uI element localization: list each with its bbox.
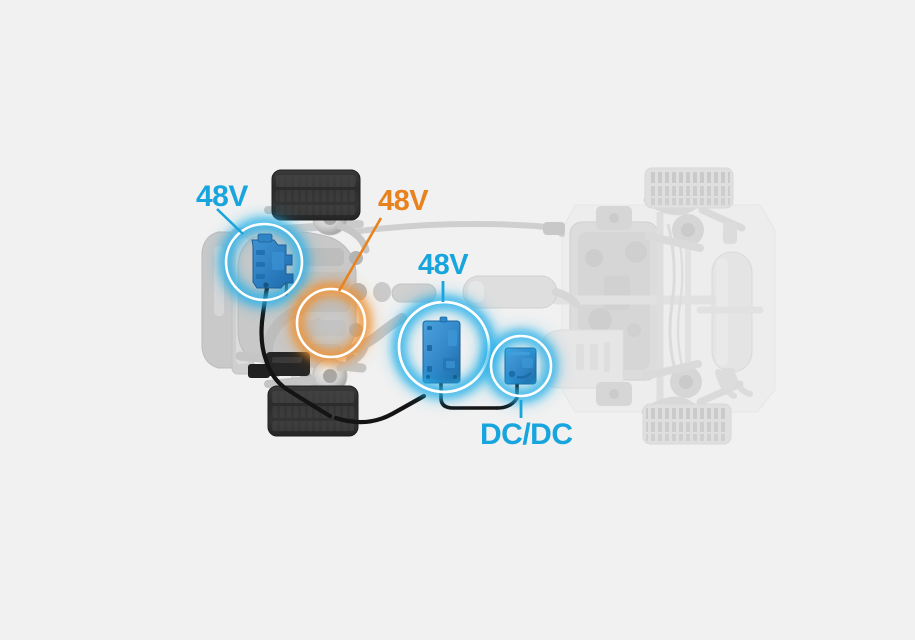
component-48v-battery: [422, 316, 461, 384]
leader-line-bsg: [216, 208, 244, 235]
label-dcdc-converter: DC/DC: [480, 418, 573, 451]
label-48v-engine: 48V: [378, 185, 429, 217]
drivetrain-exhaust: [349, 221, 580, 309]
front-left-tire: [271, 169, 361, 221]
rear-left-tire: [267, 385, 359, 437]
label-48v-belt-starter-generator: 48V: [196, 180, 248, 213]
component-dcdc-converter: [504, 347, 537, 385]
leader-line-engine: [337, 217, 383, 292]
label-48v-battery: 48V: [418, 249, 469, 281]
rear-assembly-ghost: [540, 167, 776, 445]
highlight-ring-bsg: [220, 218, 308, 306]
underbody-module-black: [248, 352, 310, 378]
highlight-ring-dcdc: [485, 330, 557, 402]
component-belt-starter-generator: [251, 233, 294, 289]
highlight-ring-engine: [291, 283, 371, 363]
